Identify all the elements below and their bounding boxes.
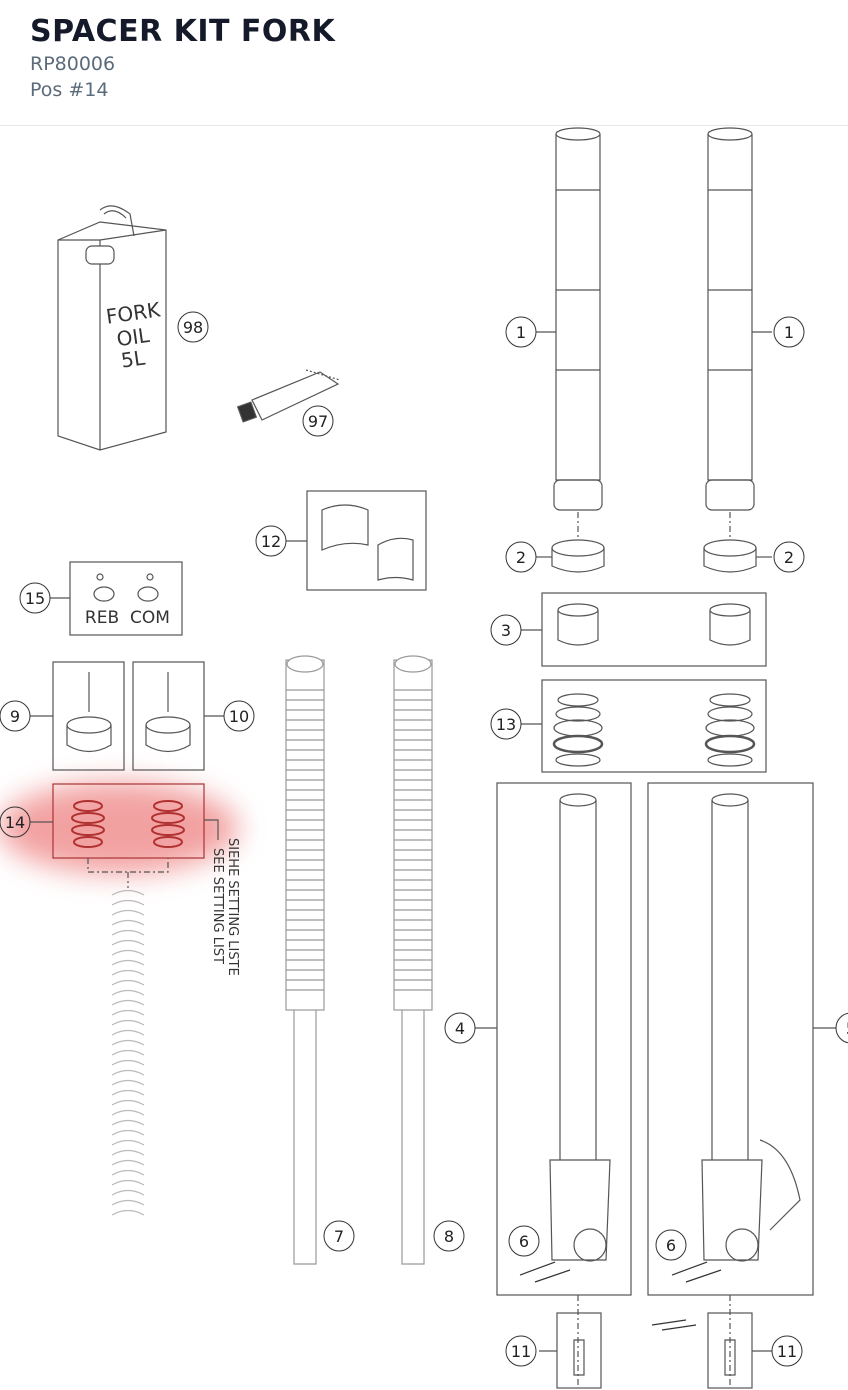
- leader-lines: [30, 331, 836, 1352]
- svg-text:1: 1: [784, 323, 794, 342]
- spacer-kit-box: [52, 783, 219, 888]
- svg-text:2: 2: [784, 548, 794, 567]
- callout-2-right: 2: [773, 541, 805, 573]
- callout-12: 12: [255, 525, 287, 557]
- callout-7: 7: [323, 1220, 355, 1252]
- svg-text:1: 1: [516, 323, 526, 342]
- callout-3: 3: [490, 614, 522, 646]
- position-label: Pos #14: [30, 79, 109, 101]
- fork-spring: [111, 889, 145, 1216]
- bleed-screw-boxes: [556, 1295, 753, 1389]
- damper-cartridge-8: [393, 655, 433, 1265]
- outer-tube-left: [553, 127, 603, 540]
- svg-text:4: 4: [455, 1019, 465, 1038]
- callout-10: 10: [223, 700, 255, 732]
- svg-text:5: 5: [846, 1019, 848, 1038]
- highlight-pos-14: [0, 782, 238, 874]
- damper-cartridge-7: [285, 655, 325, 1265]
- svg-text:11: 11: [777, 1342, 797, 1361]
- cartridge-caps-boxes: [52, 661, 205, 771]
- axle-screws: [519, 1261, 722, 1331]
- svg-text:3: 3: [501, 621, 511, 640]
- callout-5: 5: [835, 1012, 848, 1044]
- callout-9: 9: [0, 700, 31, 732]
- callout-1-left: 1: [505, 316, 537, 348]
- svg-text:12: 12: [261, 532, 281, 551]
- page-header: SPACER KIT FORK RP80006 Pos #14: [0, 0, 848, 126]
- can-text-line-3: 5L: [120, 345, 148, 372]
- svg-text:15: 15: [25, 589, 45, 608]
- setting-note-en: SEE SETTING LIST: [210, 848, 225, 964]
- seal-rings: [551, 539, 757, 573]
- bushing-box: [541, 592, 767, 667]
- com-label: COM: [130, 608, 170, 628]
- svg-text:8: 8: [444, 1227, 454, 1246]
- svg-text:11: 11: [511, 1342, 531, 1361]
- svg-text:13: 13: [496, 715, 516, 734]
- inner-tube-left: [496, 782, 632, 1296]
- can-text-line-2: OIL: [115, 323, 152, 351]
- svg-text:97: 97: [308, 412, 328, 431]
- svg-text:98: 98: [183, 318, 203, 337]
- svg-text:14: 14: [5, 813, 25, 832]
- callout-11-left: 11: [505, 1335, 537, 1367]
- fork-oil-can: FORK OIL 5L: [57, 205, 167, 451]
- setting-note-de: SIEHE SETTING LISTE: [225, 838, 240, 976]
- reb-label: REB: [85, 608, 119, 628]
- fork-exploded-diagram: FORK OIL 5L: [0, 127, 848, 1389]
- svg-text:9: 9: [10, 707, 20, 726]
- svg-text:6: 6: [519, 1232, 529, 1251]
- callout-15: 15: [19, 582, 51, 614]
- seal-set-box: [541, 679, 767, 773]
- svg-text:7: 7: [334, 1227, 344, 1246]
- callout-13: 13: [490, 708, 522, 740]
- page-title: SPACER KIT FORK: [30, 14, 336, 49]
- callout-6-left: 6: [508, 1225, 540, 1257]
- clamp-shells-box: [306, 490, 427, 591]
- callout-97: 97: [302, 405, 334, 437]
- callout-1-right: 1: [773, 316, 805, 348]
- callout-2-left: 2: [505, 541, 537, 573]
- callout-6-right: 6: [655, 1229, 687, 1261]
- callout-14: 14: [0, 806, 31, 838]
- inner-tube-right: [647, 782, 814, 1296]
- svg-text:10: 10: [229, 707, 249, 726]
- callout-11-right: 11: [771, 1335, 803, 1367]
- callout-4: 4: [444, 1012, 476, 1044]
- svg-text:6: 6: [666, 1236, 676, 1255]
- svg-text:2: 2: [516, 548, 526, 567]
- callout-98: 98: [177, 311, 209, 343]
- part-number: RP80006: [30, 53, 116, 75]
- outer-tube-right: [705, 127, 755, 540]
- grease-tube: [236, 369, 341, 423]
- callout-8: 8: [433, 1220, 465, 1252]
